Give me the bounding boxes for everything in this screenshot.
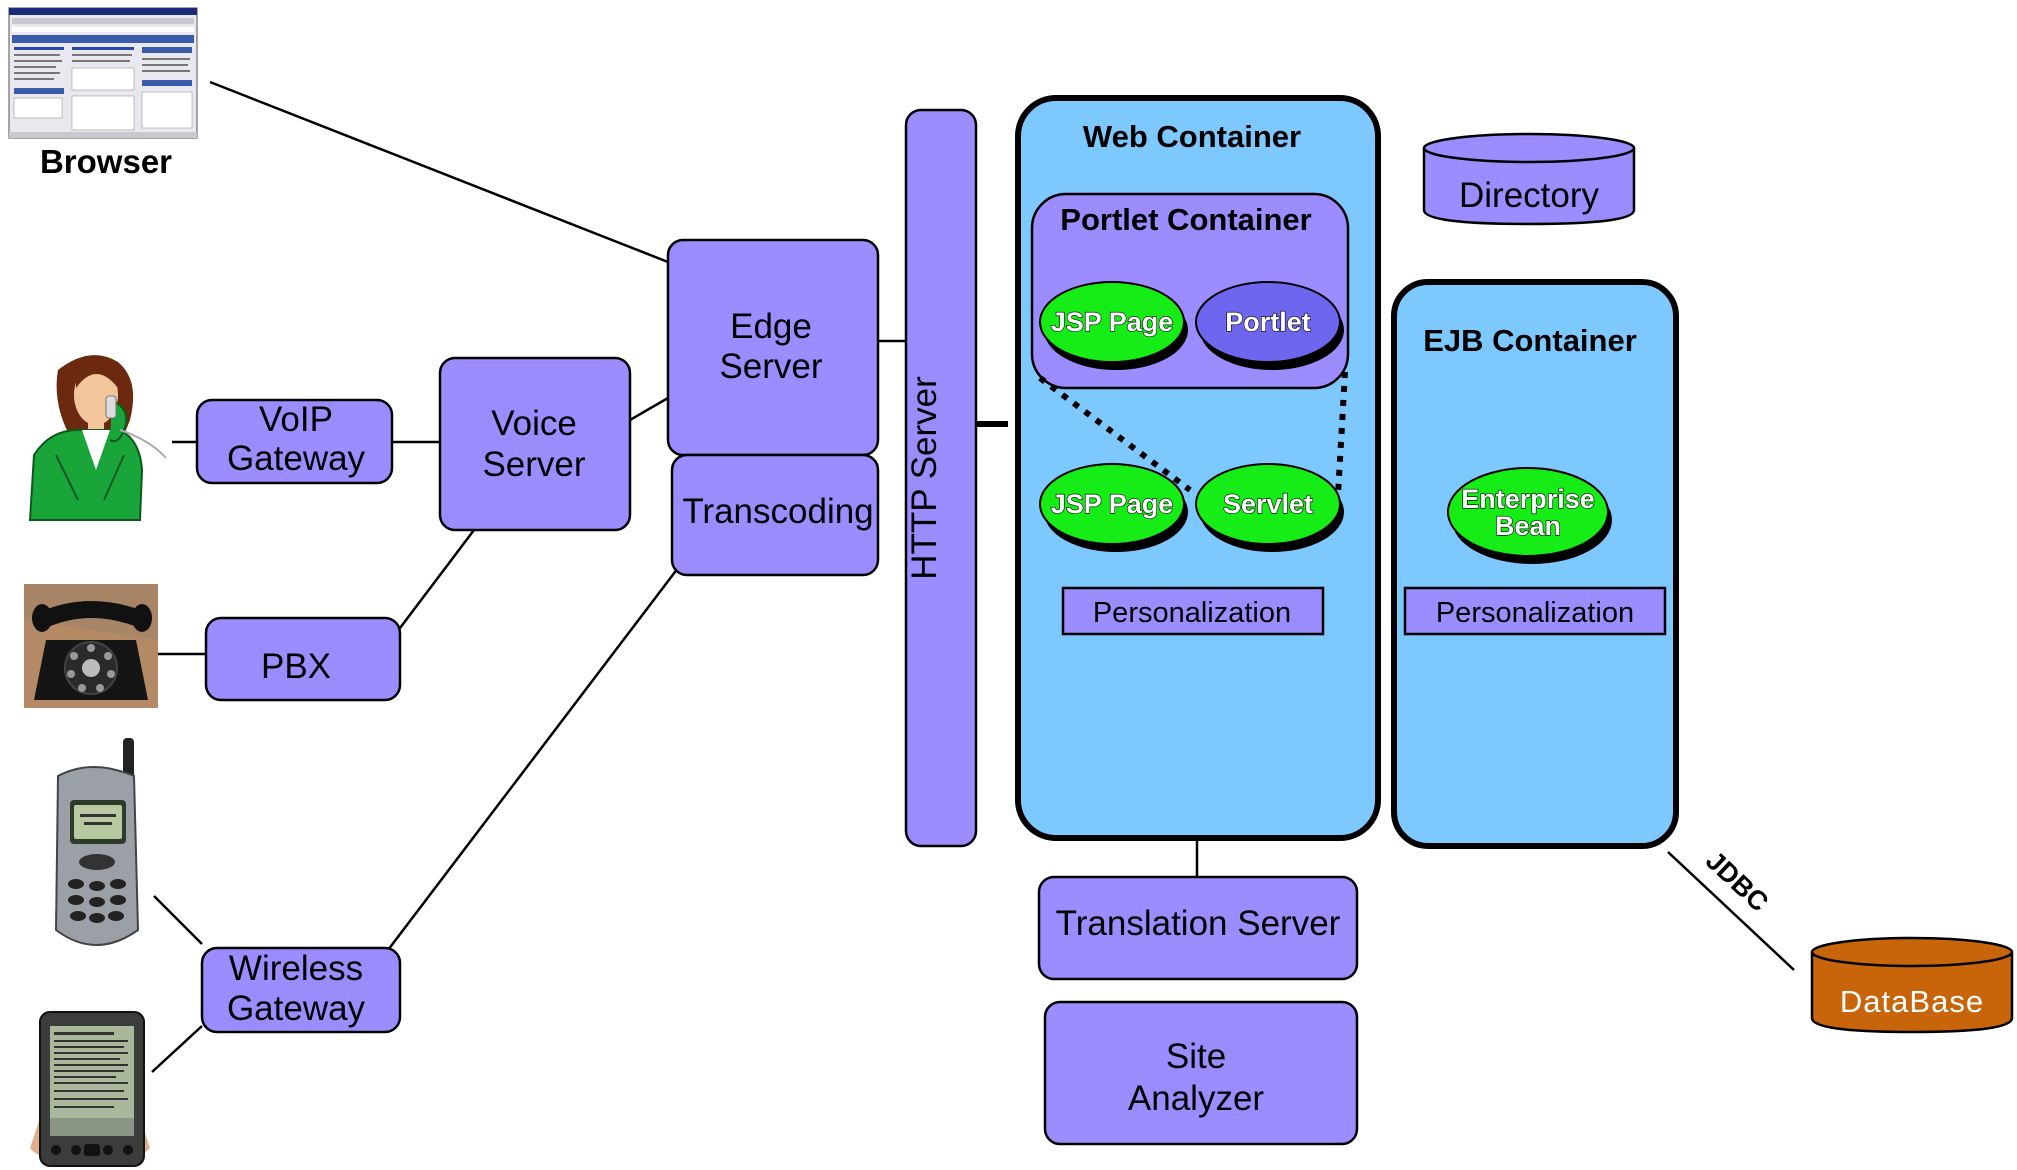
voice-edge-connector bbox=[629, 396, 669, 422]
web-jsp-page-pill: JSP Page bbox=[1039, 463, 1188, 552]
ejb-container-title: EJB Container bbox=[1423, 323, 1637, 358]
enterprise-bean-label-1: Enterprise bbox=[1461, 484, 1595, 514]
servlet-label: Servlet bbox=[1223, 489, 1313, 519]
web-jsp-page-label: JSP Page bbox=[1051, 489, 1174, 519]
web-personalization-label: Personalization bbox=[1093, 597, 1291, 629]
directory-cylinder: Directory bbox=[1422, 132, 1636, 226]
web-personalization-box: Personalization bbox=[1061, 586, 1325, 636]
enterprise-bean-pill: Enterprise Bean bbox=[1447, 467, 1612, 564]
portlet-jsp-page-pill: JSP Page bbox=[1039, 281, 1188, 370]
directory-label: Directory bbox=[1459, 176, 1600, 215]
ejb-personalization-box: Personalization bbox=[1403, 586, 1667, 636]
wireless-gateway-label-2: Gateway bbox=[227, 989, 366, 1028]
mobile-wireless-connector bbox=[153, 895, 203, 945]
web-container: Web Container Portlet Container JSP Page… bbox=[1015, 95, 1381, 841]
ejb-personalization-label: Personalization bbox=[1436, 597, 1634, 629]
voice-server-box: Voice Server bbox=[438, 356, 632, 532]
voice-server-label-1: Voice bbox=[491, 404, 577, 443]
desk-telephone-image bbox=[24, 584, 158, 708]
translation-server-label: Translation Server bbox=[1056, 904, 1341, 943]
pbx-voice-connector bbox=[399, 529, 475, 629]
ejb-container: EJB Container Enterprise Bean Personaliz… bbox=[1391, 279, 1679, 849]
enterprise-bean-label-2: Bean bbox=[1495, 511, 1561, 541]
pda-wireless-connector bbox=[151, 1025, 203, 1073]
browser-window-image bbox=[8, 7, 198, 139]
edge-server-box: Edge Server bbox=[666, 238, 880, 457]
wireless-transcoding-connector bbox=[387, 567, 679, 951]
voip-gateway-label-2: Gateway bbox=[227, 439, 366, 478]
pbx-label: PBX bbox=[261, 647, 331, 686]
http-server-box: HTTP Server bbox=[904, 108, 978, 848]
woman-on-phone-image bbox=[28, 355, 167, 521]
pbx-box: PBX bbox=[204, 616, 402, 702]
database-cylinder: DataBase bbox=[1810, 936, 2014, 1034]
portlet-container: Portlet Container JSP Page Portlet bbox=[1030, 192, 1350, 390]
servlet-pill: Servlet bbox=[1195, 463, 1344, 552]
web-container-title: Web Container bbox=[1083, 119, 1301, 154]
portlet-label: Portlet bbox=[1225, 307, 1311, 337]
connectors bbox=[151, 80, 1795, 1073]
ejb-database-connector bbox=[1667, 851, 1795, 971]
dotted-links bbox=[1038, 371, 1348, 496]
http-server-label: HTTP Server bbox=[905, 376, 944, 580]
edge-server-label-1: Edge bbox=[730, 307, 812, 346]
browser-edge-connector bbox=[209, 80, 669, 264]
wireless-gateway-label-1: Wireless bbox=[229, 949, 363, 988]
wireless-gateway-box: Wireless Gateway bbox=[200, 946, 402, 1034]
site-analyzer-label-1: Site bbox=[1166, 1037, 1226, 1076]
pda-device-image bbox=[30, 1011, 150, 1167]
voip-gateway-label-1: VoIP bbox=[259, 400, 333, 439]
transcoding-box: Transcoding bbox=[670, 453, 880, 577]
browser-label: Browser bbox=[40, 143, 172, 180]
edge-server-label-2: Server bbox=[719, 347, 822, 386]
site-analyzer-box: Site Analyzer bbox=[1043, 1000, 1359, 1146]
database-label: DataBase bbox=[1840, 984, 1984, 1019]
voice-server-label-2: Server bbox=[482, 445, 585, 484]
portlet-container-title: Portlet Container bbox=[1060, 202, 1311, 237]
transcoding-label: Transcoding bbox=[682, 492, 873, 531]
site-analyzer-label-2: Analyzer bbox=[1128, 1079, 1265, 1118]
mobile-phone-image bbox=[54, 738, 140, 946]
voip-gateway-box: VoIP Gateway bbox=[195, 398, 394, 485]
portlet-jsp-page-label: JSP Page bbox=[1051, 307, 1174, 337]
portlet-pill: Portlet bbox=[1195, 281, 1344, 370]
translation-server-box: Translation Server bbox=[1037, 875, 1359, 981]
jdbc-label: JDBC bbox=[1700, 845, 1774, 917]
